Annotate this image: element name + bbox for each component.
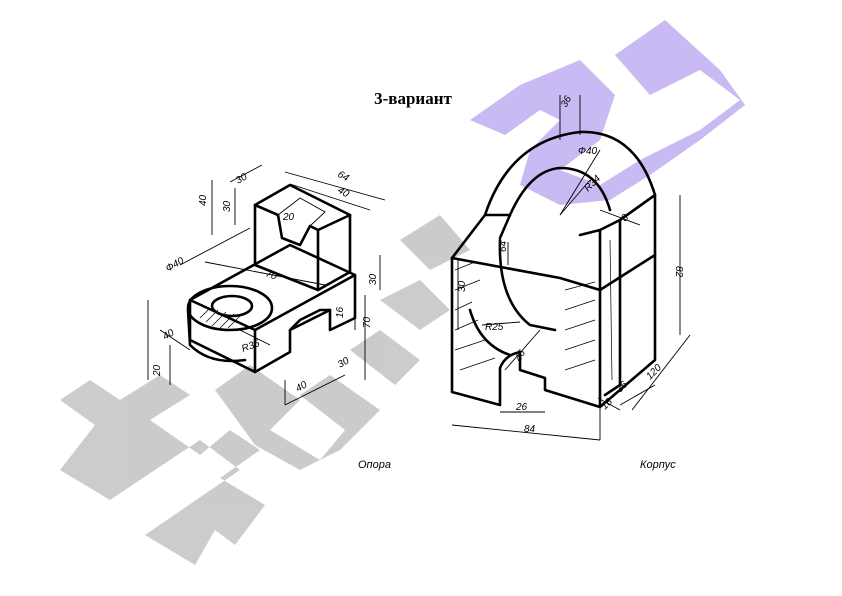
opora-dim-16: 16 <box>335 306 346 318</box>
korpus-dim-64: 64 <box>498 240 509 252</box>
korpus-front-face <box>450 256 602 409</box>
opora-dim-30-top: 30 <box>234 171 250 186</box>
korpus-dim-82: 82 <box>673 266 684 278</box>
watermark-gray-shape-3 <box>350 215 470 385</box>
opora-dim-diameter-40: Ф40 <box>164 255 186 274</box>
opora-slot <box>288 308 332 332</box>
korpus-right-side <box>598 253 657 409</box>
opora-dim-r35: R35 <box>240 338 261 355</box>
opora-dim-20-groove: 20 <box>282 212 295 223</box>
korpus-rib <box>598 193 657 397</box>
opora-base-front <box>188 298 257 374</box>
watermark-purple-shape <box>470 20 745 205</box>
korpus-left-top <box>450 213 512 260</box>
opora-dim-30-right: 30 <box>368 273 379 285</box>
opora-boss-side <box>186 308 247 363</box>
korpus-dim-46: 46 <box>513 348 528 364</box>
opora-v-block-top <box>253 183 352 232</box>
korpus-dim-30: 30 <box>457 280 468 292</box>
korpus-dim-r25: R25 <box>485 322 504 333</box>
opora-dim-40-top: 40 <box>336 185 352 200</box>
korpus-rib-2 <box>578 228 602 292</box>
opora-dim-64: 64 <box>336 169 352 184</box>
opora-hatching <box>199 307 243 329</box>
opora-dim-40-bottom: 40 <box>294 379 310 394</box>
korpus-bore <box>498 238 557 332</box>
korpus-dim-18: 18 <box>599 396 615 412</box>
watermark <box>60 20 745 565</box>
korpus-inner-arc <box>468 308 512 357</box>
page-title: 3-вариант <box>374 89 452 108</box>
opora-hole <box>210 294 254 318</box>
opora-dim-40-height: 40 <box>198 194 209 206</box>
korpus-dim-36-top: 36 <box>559 94 574 110</box>
opora-v-block-side <box>316 213 352 292</box>
part-korpus: 36 Ф40 R34 8 64 82 30 R25 46 26 84 18 36… <box>450 94 691 471</box>
watermark-gray-shape <box>60 375 265 565</box>
opora-dimension-lines <box>147 164 386 406</box>
opora-dim-40-left: 40 <box>161 327 177 342</box>
opora-v-groove <box>277 197 326 227</box>
korpus-dim-26: 26 <box>515 402 528 413</box>
opora-boss-top <box>186 284 274 332</box>
korpus-caption: Корпус <box>640 459 676 471</box>
opora-dim-30-height: 30 <box>222 200 233 212</box>
opora-dim-70-right: 70 <box>362 316 373 328</box>
korpus-hatching <box>454 239 613 381</box>
opora-caption: Опора <box>358 459 391 471</box>
korpus-dimension-lines <box>451 95 691 441</box>
opora-dim-20-left: 20 <box>152 364 163 377</box>
korpus-dim-84: 84 <box>524 424 536 435</box>
korpus-dim-diameter-40: Ф40 <box>578 146 598 157</box>
opora-base-side <box>253 273 357 374</box>
opora-dim-70-top: 70 <box>264 268 279 282</box>
watermark-gray-shape-2 <box>215 365 380 470</box>
opora-dim-30-bottom: 30 <box>336 355 352 370</box>
korpus-arch-inner <box>508 166 612 217</box>
